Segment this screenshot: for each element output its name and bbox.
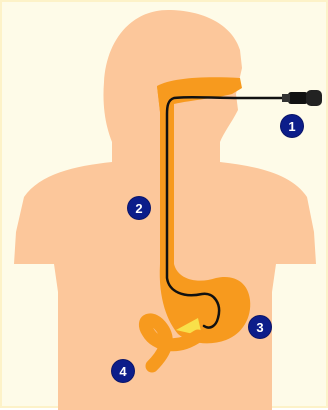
marker-4: 4 — [112, 360, 134, 382]
marker-1: 1 — [281, 115, 303, 137]
endoscope-grip — [306, 90, 322, 106]
endoscope-handle — [288, 92, 308, 104]
marker-2: 2 — [128, 197, 150, 219]
marker-3: 3 — [249, 316, 271, 338]
endoscope-connector — [282, 94, 290, 102]
